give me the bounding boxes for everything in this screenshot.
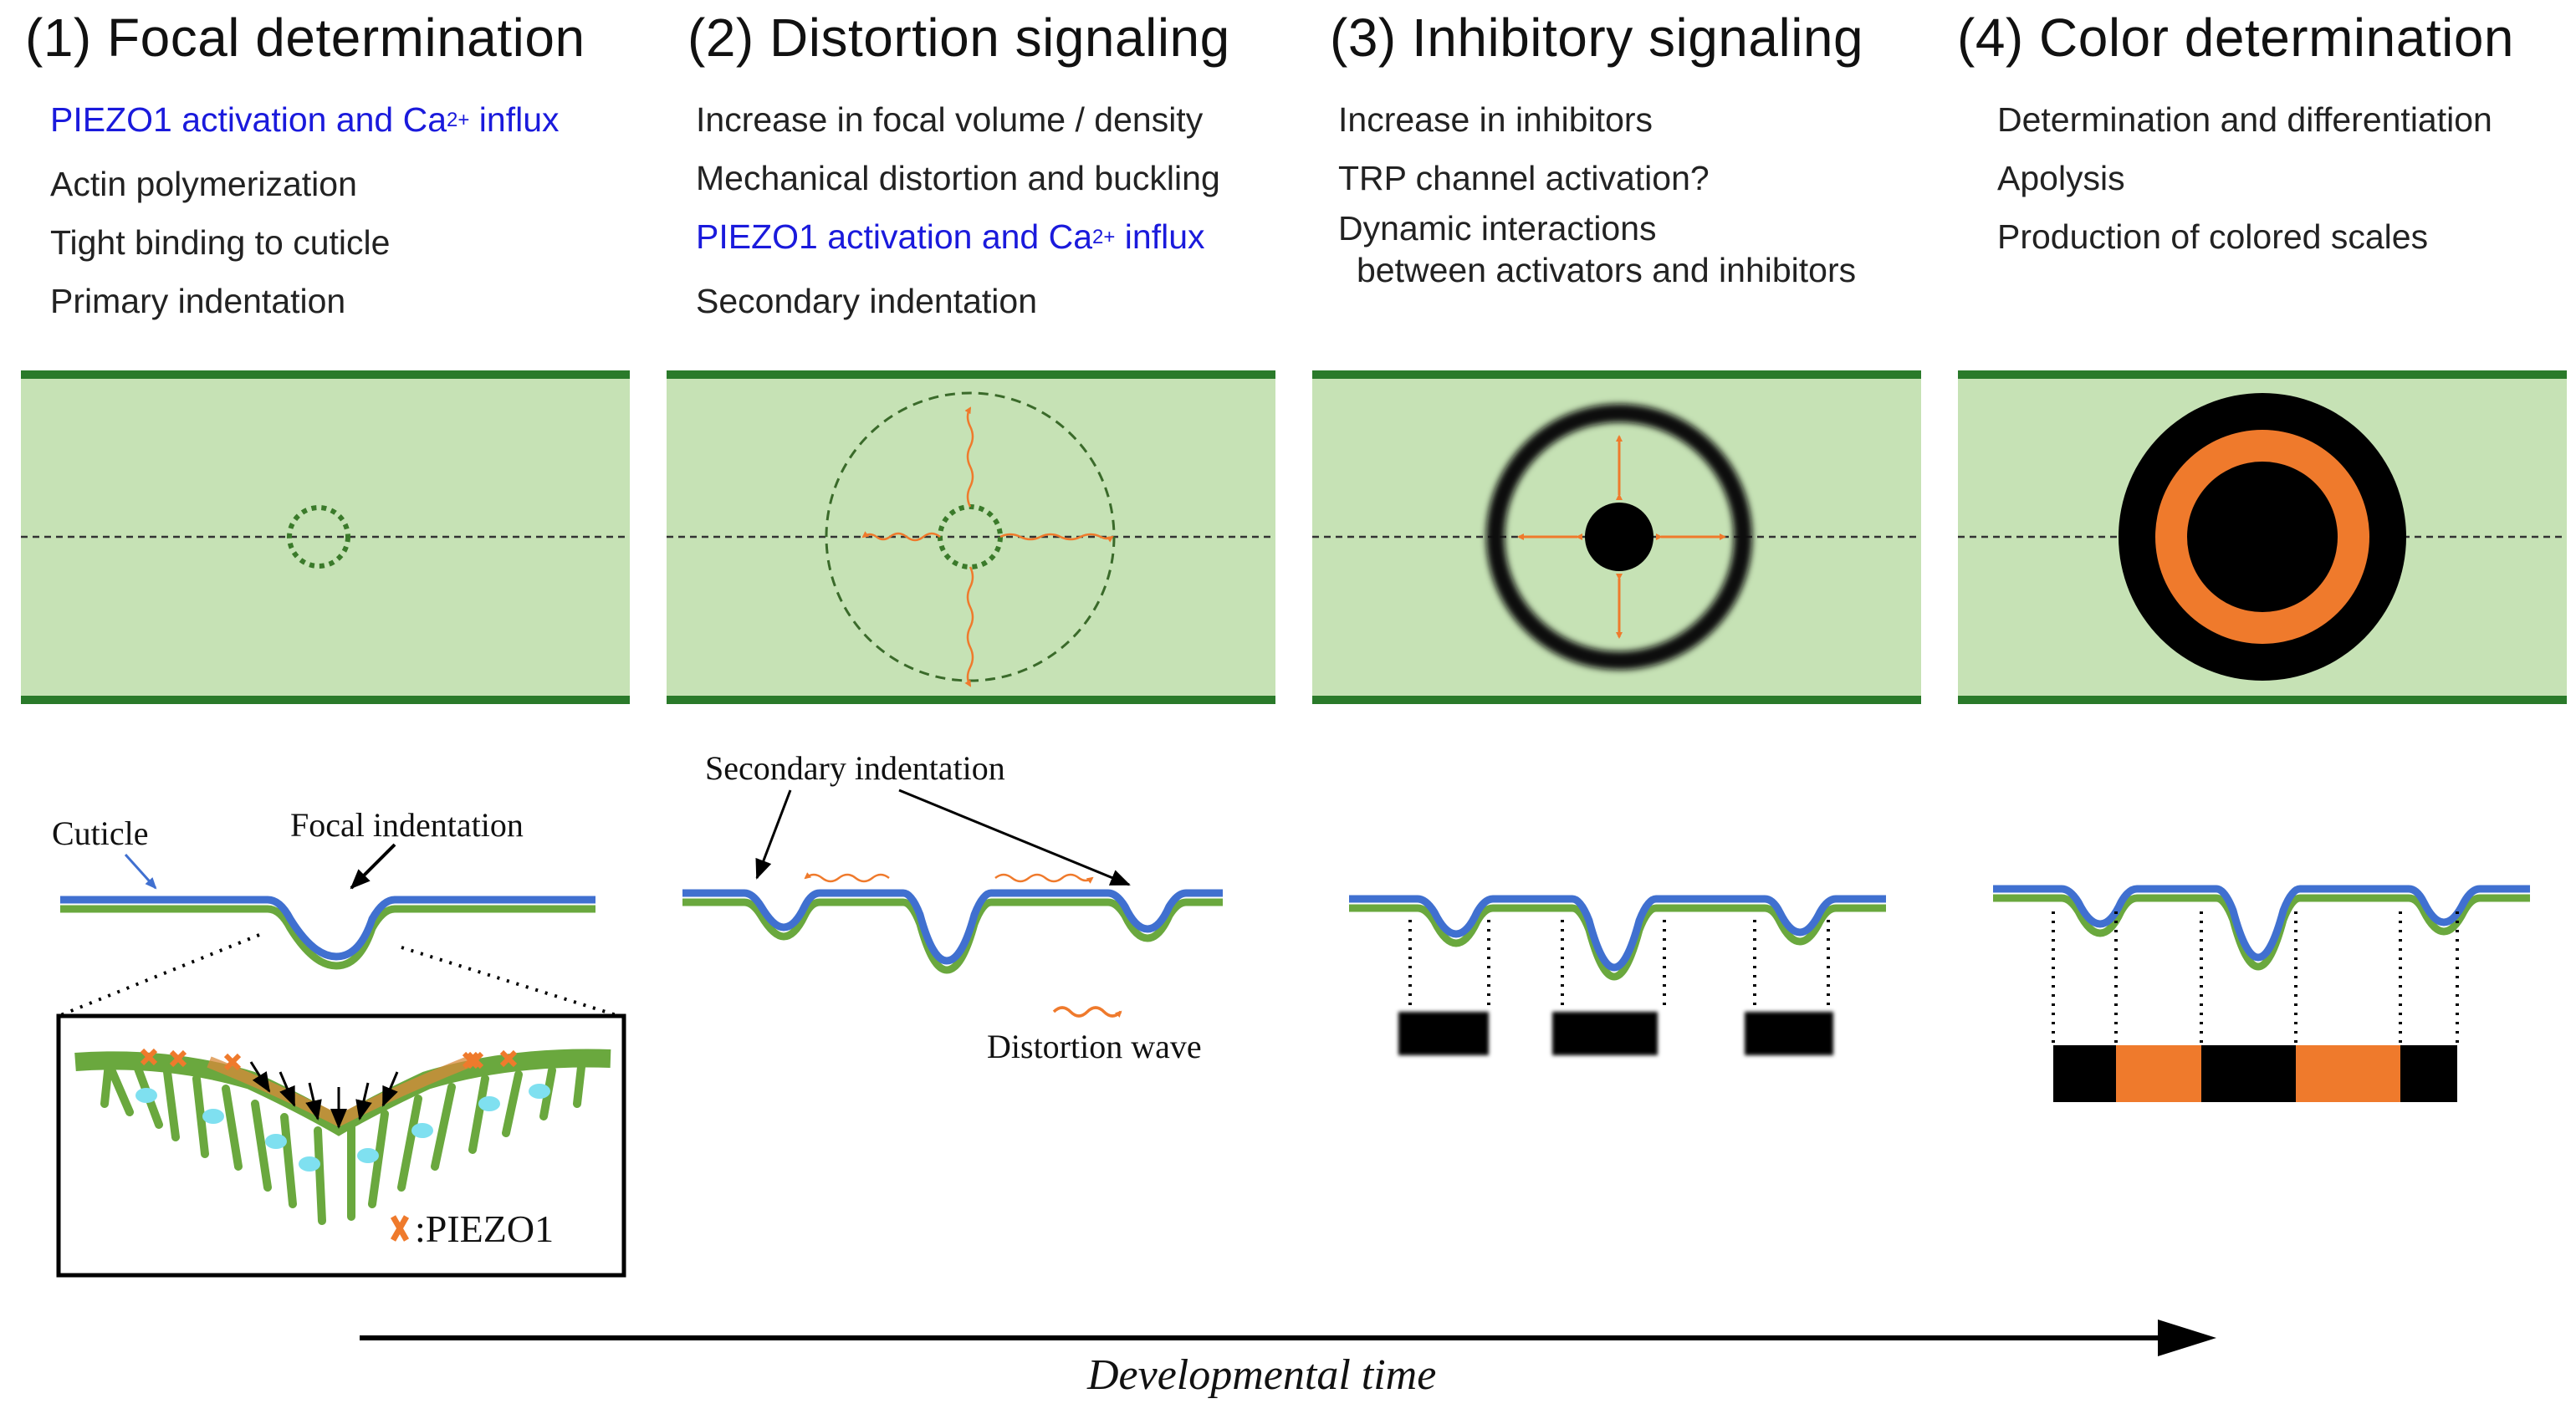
cross-section-1: Cuticle Focal indentation xyxy=(52,806,626,1278)
stage-2-bullet: PIEZO1 activation and Ca2+ influx xyxy=(696,217,1205,256)
pattern-block-black xyxy=(2053,1045,2116,1102)
cross-section-3 xyxy=(1349,895,1886,1055)
inset-box: :PIEZO1 xyxy=(56,1013,626,1278)
stage-4-bullets: Determination and differentiation Apolys… xyxy=(1997,90,2492,266)
stage-4-title: (4) Color determination xyxy=(1957,8,2514,68)
cross-section-4 xyxy=(1993,885,2530,1102)
activator-focus xyxy=(1585,503,1653,571)
pattern-block-black xyxy=(2400,1045,2457,1102)
distortion-wave-legend-icon xyxy=(1052,1006,1122,1018)
pattern-block-black xyxy=(2201,1045,2296,1102)
stage-3-bullets: Increase in inhibitors TRP channel activ… xyxy=(1338,90,1856,291)
stage-2-bullet: Mechanical distortion and buckling xyxy=(696,159,1220,197)
color-pattern-bar xyxy=(2053,1045,2457,1102)
distortion-wave-arrows xyxy=(804,872,1094,884)
calcium-spots xyxy=(135,1084,550,1172)
stage-2-bullets: Increase in focal volume / density Mecha… xyxy=(696,90,1220,330)
cuticle-label: Cuticle xyxy=(52,814,149,852)
distortion-wave-label: Distortion wave xyxy=(987,1028,1202,1065)
focal-point-circle xyxy=(287,505,350,569)
stage-1-bullets: PIEZO1 activation and Ca2+ influx Actin … xyxy=(50,90,560,330)
stage-1-bullet: Tight binding to cuticle xyxy=(50,223,391,262)
focal-indentation-label: Focal indentation xyxy=(290,806,524,844)
stage-3-bullet: TRP channel activation? xyxy=(1338,159,1710,197)
piezo1-legend-icon xyxy=(390,1215,410,1242)
stage-4-bullet: Production of colored scales xyxy=(1997,217,2429,256)
pattern-block xyxy=(1745,1012,1833,1055)
band-panel-2 xyxy=(667,370,1275,704)
pattern-block xyxy=(1398,1012,1489,1055)
band-panel-4 xyxy=(1958,370,2567,704)
stage-1-title: (1) Focal determination xyxy=(25,8,585,68)
cross-section-2: Secondary indentation Distortion wave xyxy=(682,749,1223,1065)
stage-1-bullet: Primary indentation xyxy=(50,282,346,320)
stage-3-bullet: Dynamic interactions xyxy=(1338,209,1657,248)
piezo1-markers xyxy=(140,1048,518,1071)
secondary-indentation-label: Secondary indentation xyxy=(705,749,1005,787)
stage-4-bullet: Determination and differentiation xyxy=(1997,100,2492,139)
pattern-block xyxy=(1552,1012,1658,1055)
stage-2-title: (2) Distortion signaling xyxy=(687,8,1230,68)
stage-3-title: (3) Inhibitory signaling xyxy=(1330,8,1864,68)
inhibited-pattern-blocks xyxy=(1398,1012,1833,1055)
stage-2-bullet: Increase in focal volume / density xyxy=(696,100,1204,139)
piezo1-legend-label: :PIEZO1 xyxy=(415,1207,554,1250)
stage-1-bullet: PIEZO1 activation and Ca2+ influx xyxy=(50,100,560,139)
projection-lines xyxy=(1408,920,1830,1012)
eyespot-center xyxy=(2187,462,2338,612)
diffusion-arrows xyxy=(1517,435,1726,639)
force-arrows xyxy=(249,1061,399,1129)
pattern-block-orange xyxy=(2296,1045,2400,1102)
band-panel-3 xyxy=(1312,370,1921,704)
projection-lines xyxy=(2052,911,2459,1045)
developmental-time-label: Developmental time xyxy=(1087,1351,1437,1399)
distortion-wave-arrows xyxy=(861,406,1114,687)
stage-3-bullet: between activators and inhibitors xyxy=(1357,251,1857,289)
stage-2-bullet: Secondary indentation xyxy=(696,282,1038,320)
band-panel-1 xyxy=(21,370,630,704)
developmental-time-arrow xyxy=(360,1320,2216,1356)
inhibitor-ring xyxy=(1486,404,1752,670)
pattern-block-orange xyxy=(2116,1045,2201,1102)
stage-4-bullet: Apolysis xyxy=(1997,159,2125,197)
stage-1-bullet: Actin polymerization xyxy=(50,165,357,203)
stage-3-bullet: Increase in inhibitors xyxy=(1338,100,1653,139)
